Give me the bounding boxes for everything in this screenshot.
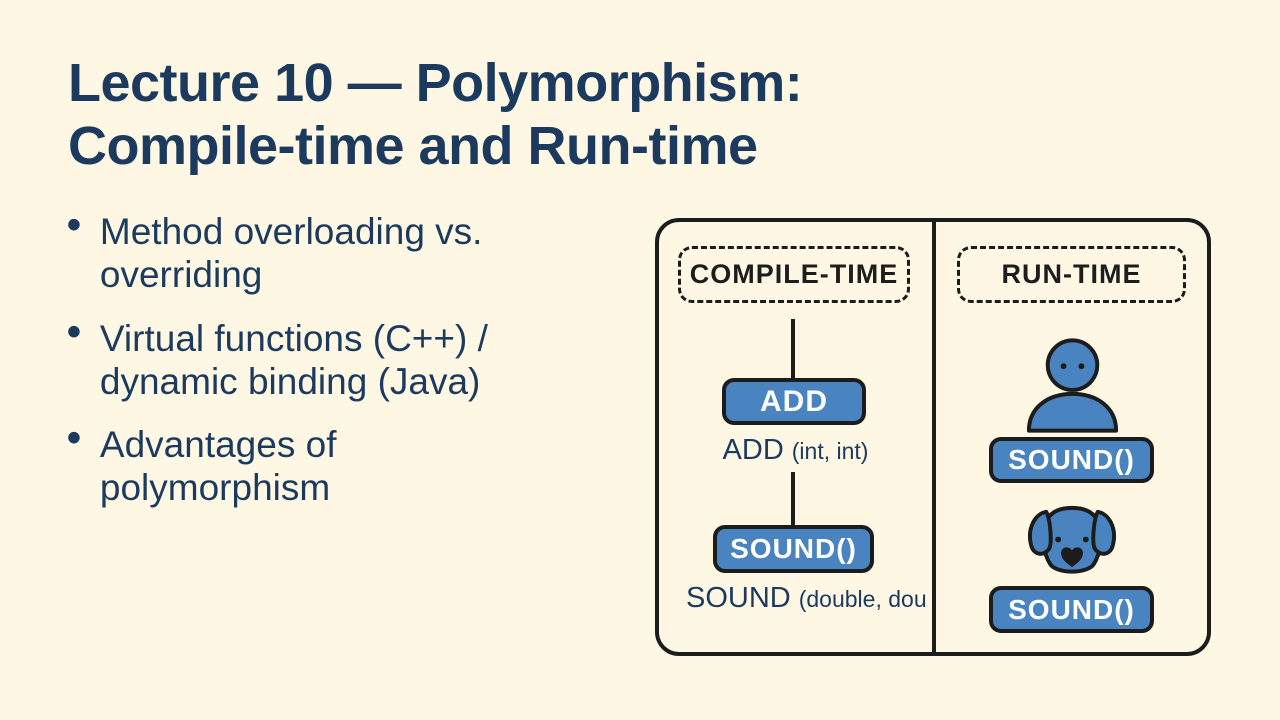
connector-line	[791, 472, 795, 527]
bullet-line: dynamic binding (Java)	[99, 360, 481, 402]
signature-args: (double, dou	[798, 586, 927, 612]
bullet-line: Method overloading vs.	[99, 211, 483, 252]
bullet-marker: •	[66, 308, 82, 356]
add-method-node: ADD	[722, 378, 866, 425]
sound-signature: SOUND (double, dou	[686, 582, 927, 615]
dog-icon	[1017, 500, 1127, 584]
person-icon	[1018, 337, 1127, 433]
person-sound-node: SOUND()	[989, 437, 1154, 483]
bullet-text: Virtual functions (C++) / dynamic bindin…	[100, 317, 488, 404]
bullet-marker: •	[66, 201, 82, 250]
bullet-list: • Method overloading vs. overriding • Vi…	[67, 202, 628, 530]
signature-args: (int, int)	[791, 438, 869, 464]
bullet-item-advantages: • Advantages of polymorphism	[67, 415, 628, 510]
bullet-line: polymorphism	[99, 467, 331, 509]
bullet-text: Method overloading vs. overriding	[100, 210, 483, 297]
comparison-diagram: COMPILE-TIME ADD ADD (int, int) SOUND() …	[655, 218, 1211, 656]
connector-line	[791, 319, 795, 378]
page-title: Lecture 10 — Polymorphism: Compile-time …	[68, 52, 803, 178]
bullet-line: Virtual functions (C++) /	[99, 317, 488, 359]
add-signature: ADD (int, int)	[659, 434, 932, 467]
dog-sound-node: SOUND()	[989, 586, 1154, 633]
bullet-line: overriding	[99, 254, 263, 296]
title-line-1: Lecture 10 — Polymorphism:	[68, 53, 803, 113]
compile-time-header: COMPILE-TIME	[678, 246, 910, 303]
bullet-marker: •	[66, 414, 82, 463]
signature-name: ADD	[722, 434, 784, 466]
bullet-item-overloading: • Method overloading vs. overriding	[67, 202, 628, 297]
title-line-2: Compile-time and Run-time	[68, 116, 758, 177]
bullet-line: Advantages of	[99, 424, 337, 466]
sound-method-node: SOUND()	[713, 525, 874, 573]
bullet-item-virtual-functions: • Virtual functions (C++) / dynamic bind…	[67, 308, 628, 404]
run-time-header: RUN-TIME	[957, 246, 1186, 303]
panel-divider	[932, 222, 936, 652]
compile-time-panel: COMPILE-TIME ADD ADD (int, int) SOUND() …	[659, 222, 932, 652]
signature-name: SOUND	[686, 582, 791, 614]
run-time-panel: RUN-TIME SOUND()	[936, 222, 1207, 652]
bullet-text: Advantages of polymorphism	[100, 423, 337, 510]
